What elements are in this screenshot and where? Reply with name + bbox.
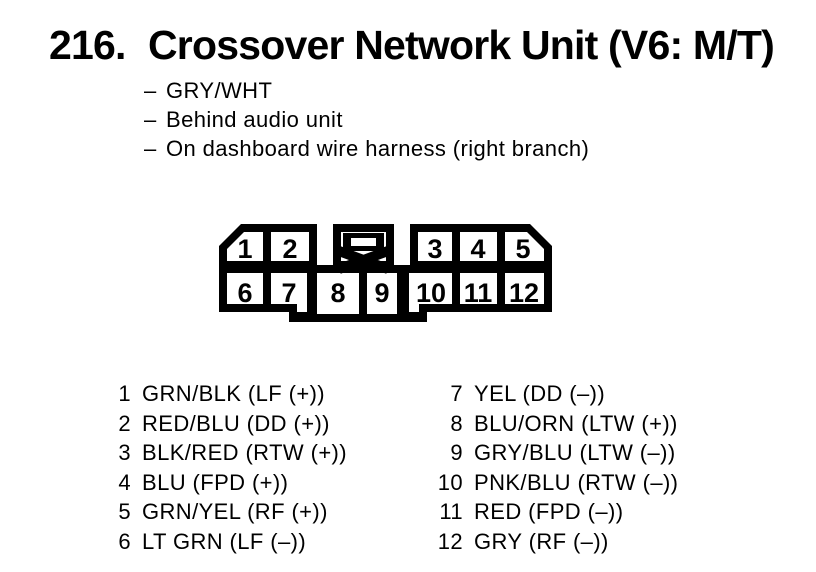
connector-cell-11 xyxy=(460,273,497,304)
note-text: GRY/WHT xyxy=(166,78,273,103)
connector-notch-left xyxy=(297,302,307,312)
pin-label: BLU/ORN (LTW (+)) xyxy=(474,410,678,436)
pin-row: 6 LT GRN (LF (–)) xyxy=(101,527,347,557)
note-dash: – xyxy=(144,136,157,161)
pin-label: GRY (RF (–)) xyxy=(474,528,609,554)
pin-number: 7 xyxy=(450,381,463,406)
pin-number: 8 xyxy=(450,410,463,436)
cell-number: 7 xyxy=(281,278,296,308)
pin-label: PNK/BLU (RTW (–)) xyxy=(474,469,679,495)
pin-number: 1 xyxy=(118,381,131,406)
cell-number: 4 xyxy=(470,234,485,264)
pin-row: 10 PNK/BLU (RTW (–)) xyxy=(433,468,678,498)
pin-label: GRN/BLK (LF (+)) xyxy=(142,381,326,406)
pin-list-right: 7 YEL (DD (–)) 8 BLU/ORN (LTW (+)) 9 GRY/BL… xyxy=(433,379,678,557)
cell-number: 10 xyxy=(416,278,446,308)
connector-lock-icon xyxy=(337,233,390,274)
connector-cell-1 xyxy=(227,232,263,261)
pin-label: BLU (FPD (+)) xyxy=(142,469,289,495)
page-title: Crossover Network Unit (V6: M/T) xyxy=(148,22,775,68)
pin-number: 2 xyxy=(118,410,131,436)
pin-row: 12 GRY (RF (–)) xyxy=(433,527,678,557)
connector-cell-9 xyxy=(367,273,397,314)
note-text: Behind audio unit xyxy=(166,107,343,132)
cell-number: 3 xyxy=(427,234,442,264)
pin-label: RED/BLU (DD (+)) xyxy=(142,410,330,436)
cell-number: 6 xyxy=(237,278,252,308)
cell-number: 9 xyxy=(374,278,389,308)
pin-list-left: 1 GRN/BLK (LF (+)) 2 RED/BLU (DD (+)) 3 BLK… xyxy=(101,379,347,557)
pin-row: 3 BLK/RED (RTW (+)) xyxy=(101,438,347,468)
note-line: –On dashboard wire harness (right branch… xyxy=(144,134,589,163)
section-number: 216. xyxy=(49,22,126,68)
pin-row: 4 BLU (FPD (+)) xyxy=(101,468,347,498)
pin-label: BLK/RED (RTW (+)) xyxy=(142,440,348,466)
pin-label: GRN/YEL (RF (+)) xyxy=(142,499,328,525)
connector-cell-2 xyxy=(271,232,309,261)
note-text: On dashboard wire harness (right branch) xyxy=(166,136,590,161)
pin-number: 11 xyxy=(439,499,463,525)
pin-number: 10 xyxy=(437,469,463,495)
pin-number: 5 xyxy=(118,499,131,525)
pin-number: 12 xyxy=(437,528,463,554)
pin-number: 9 xyxy=(450,440,463,466)
pin-row: 2 RED/BLU (DD (+)) xyxy=(101,409,347,439)
pin-label: GRY/BLU (LTW (–)) xyxy=(474,440,676,466)
cell-number: 1 xyxy=(237,234,252,264)
note-dash: – xyxy=(144,78,157,103)
pin-label: LT GRN (LF (–)) xyxy=(142,528,307,554)
pin-row: 11 RED (FPD (–)) xyxy=(433,497,678,527)
cell-number: 11 xyxy=(464,278,493,308)
pin-row: 9 GRY/BLU (LTW (–)) xyxy=(433,438,678,468)
connector-cell-10 xyxy=(409,273,452,304)
pin-label: YEL (DD (–)) xyxy=(474,381,606,406)
pin-number: 6 xyxy=(118,528,131,554)
connector-cell-4 xyxy=(460,232,497,261)
pin-row: 7 YEL (DD (–)) xyxy=(433,379,678,409)
cell-number: 5 xyxy=(515,234,530,264)
connector-diagram: 1 2 3 4 5 6 7 8 9 10 11 12 xyxy=(219,224,552,322)
pin-label: RED (FPD (–)) xyxy=(474,499,624,525)
cell-number: 2 xyxy=(282,234,297,264)
pin-row: 8 BLU/ORN (LTW (+)) xyxy=(433,409,678,439)
pin-number: 3 xyxy=(118,440,131,466)
pin-row: 1 GRN/BLK (LF (+)) xyxy=(101,379,347,409)
note-line: –Behind audio unit xyxy=(144,105,589,134)
cell-number: 12 xyxy=(509,278,539,308)
connector-notch-right xyxy=(409,302,419,312)
connector-cell-3 xyxy=(418,232,452,261)
connector-cell-8 xyxy=(317,273,359,314)
connector-cell-7 xyxy=(271,273,307,304)
pin-row: 5 GRN/YEL (RF (+)) xyxy=(101,497,347,527)
connector-cell-6 xyxy=(227,273,263,304)
connector-cell-5 xyxy=(505,232,544,261)
note-dash: – xyxy=(144,107,157,132)
cell-number: 8 xyxy=(330,278,345,308)
note-line: –GRY/WHT xyxy=(144,76,589,105)
pin-number: 4 xyxy=(118,469,131,495)
connector-cell-12 xyxy=(505,273,544,304)
connector-notes: –GRY/WHT –Behind audio unit –On dashboar… xyxy=(144,76,589,163)
